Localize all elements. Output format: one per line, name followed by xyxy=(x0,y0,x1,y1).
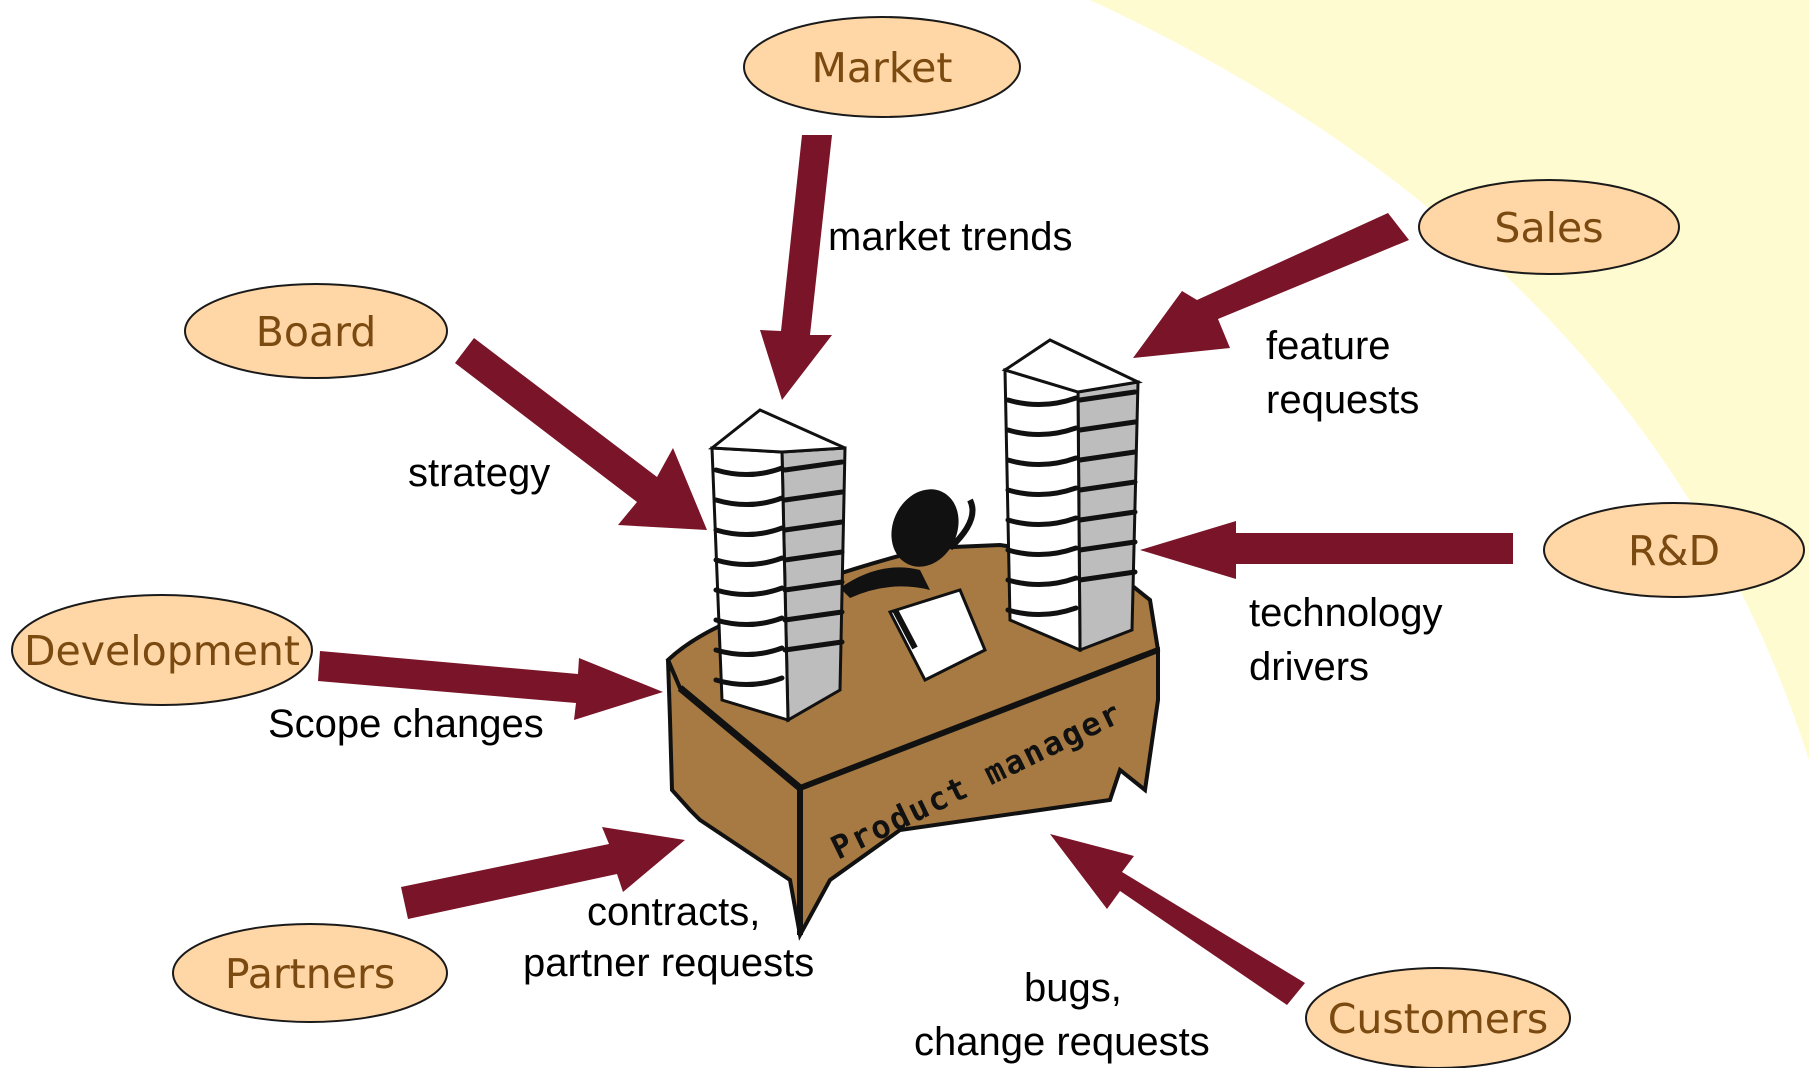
edge-label-sales-line2: requests xyxy=(1266,378,1419,422)
node-customers: Customers xyxy=(1305,967,1571,1068)
node-label: Partners xyxy=(225,950,395,998)
node-rd: R&D xyxy=(1543,502,1805,598)
node-label: R&D xyxy=(1628,527,1720,575)
edge-label-customers-line2: change requests xyxy=(914,1020,1210,1064)
arrow-icon xyxy=(455,338,707,530)
node-board: Board xyxy=(184,283,448,379)
arrow-icon xyxy=(1140,521,1513,579)
paper-stack-icon xyxy=(1001,338,1143,653)
node-label: Customers xyxy=(1328,995,1549,1043)
edge-labels: market trends feature requests strategy … xyxy=(268,215,1442,1064)
arrow-icon xyxy=(401,827,685,919)
node-sales: Sales xyxy=(1418,179,1680,275)
node-partners: Partners xyxy=(172,923,448,1023)
yellow-arc-band xyxy=(1090,0,1809,1068)
node-market: Market xyxy=(743,16,1021,118)
node-label: Development xyxy=(24,627,300,675)
arrow-icon xyxy=(1050,834,1305,1005)
edge-label-partners-line2: partner requests xyxy=(523,941,814,985)
node-label: Sales xyxy=(1494,204,1603,252)
paper-stack-icon xyxy=(707,408,847,723)
edge-label-rd-line1: technology xyxy=(1249,591,1442,635)
arrow-icon xyxy=(318,651,663,720)
node-development: Development xyxy=(11,594,313,706)
arrow-icon xyxy=(760,135,832,400)
edge-label-sales-line1: feature xyxy=(1266,324,1391,368)
node-label: Board xyxy=(256,308,377,356)
edge-label-partners-line1: contracts, xyxy=(587,890,760,934)
person-icon xyxy=(840,489,987,683)
arrow-icon xyxy=(1133,213,1409,358)
edge-label-board: strategy xyxy=(408,451,550,495)
edge-label-rd-line2: drivers xyxy=(1249,645,1369,689)
edge-label-customers-line1: bugs, xyxy=(1024,966,1122,1010)
flow-arrows xyxy=(318,135,1513,1005)
edge-label-market: market trends xyxy=(828,215,1073,259)
edge-label-development: Scope changes xyxy=(268,702,544,746)
node-label: Market xyxy=(812,44,953,92)
